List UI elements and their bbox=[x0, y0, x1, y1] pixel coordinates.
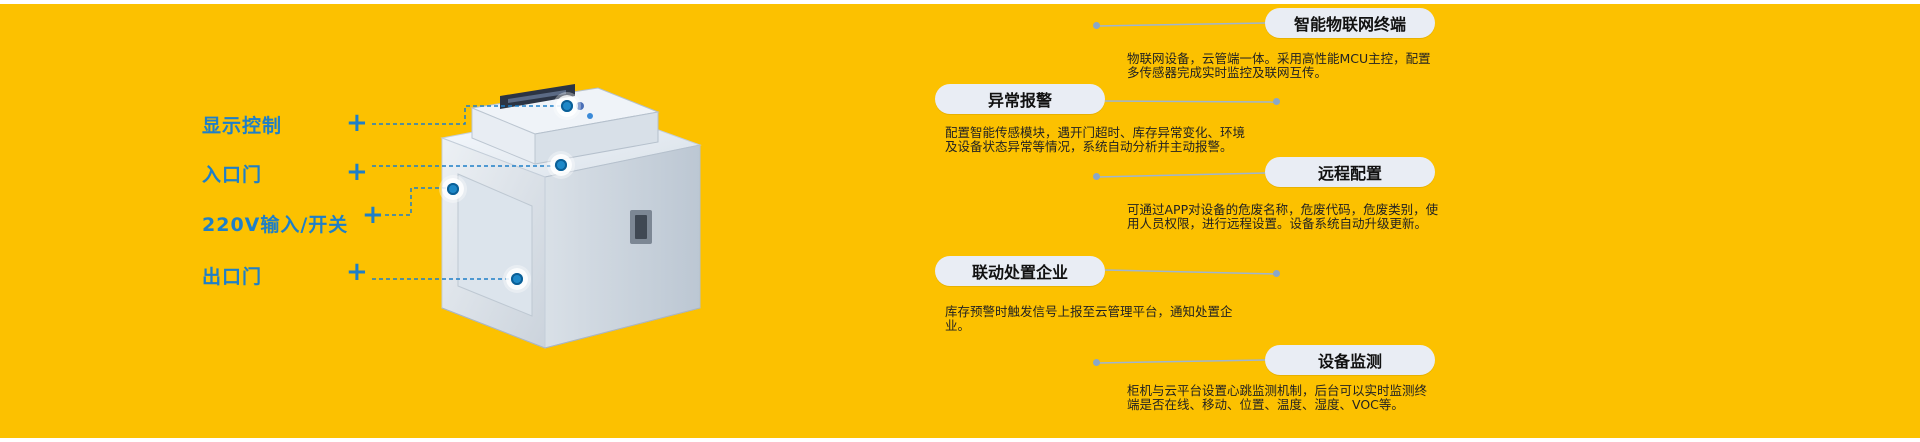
connector-dot bbox=[1093, 173, 1100, 180]
plus-icon: + bbox=[346, 108, 368, 138]
feature-description-alarm: 配置智能传感模块，遇开门超时、库存异常变化、环境及设备状态异常等情况，系统自动分… bbox=[945, 125, 1246, 154]
feature-title-monitoring: 设备监测 bbox=[1265, 345, 1435, 375]
plus-icon: + bbox=[346, 257, 368, 287]
display-control-marker bbox=[556, 95, 578, 117]
exit-door-marker bbox=[506, 268, 528, 290]
left-label-entry-door: 入口门 bbox=[202, 164, 263, 186]
feature-description-iot-terminal: 物联网设备，云管端一体。采用高性能MCU主控，配置多传感器完成实时监控及联网互传… bbox=[1127, 51, 1431, 80]
connector-dot bbox=[1093, 22, 1100, 29]
top-border bbox=[0, 0, 1920, 4]
plus-icon: + bbox=[362, 200, 384, 230]
feature-title-alarm: 异常报警 bbox=[935, 84, 1105, 114]
left-label-display-control: 显示控制 bbox=[202, 115, 283, 137]
plus-icon: + bbox=[346, 157, 368, 187]
left-label-power: 220V输入/开关 bbox=[202, 214, 349, 236]
power-switch-marker bbox=[442, 178, 464, 200]
feature-description-remote-config: 可通过APP对设备的危废名称，危废代码，危废类别，使用人员权限，进行远程设置。设… bbox=[1127, 202, 1439, 231]
feature-title-iot-terminal: 智能物联网终端 bbox=[1265, 8, 1435, 38]
connector-dot bbox=[1093, 359, 1100, 366]
bottom-border bbox=[0, 438, 1920, 442]
connector-dot bbox=[1273, 98, 1280, 105]
entry-door-marker bbox=[550, 154, 572, 176]
left-label-exit-door: 出口门 bbox=[202, 266, 263, 288]
feature-description-linkage: 库存预警时触发信号上报至云管理平台，通知处置企业。 bbox=[945, 304, 1233, 333]
feature-title-linkage: 联动处置企业 bbox=[935, 256, 1105, 286]
feature-description-monitoring: 柜机与云平台设置心跳监测机制，后台可以实时监测终端是否在线、移动、位置、温度、湿… bbox=[1127, 383, 1428, 412]
connector-dot bbox=[1273, 270, 1280, 277]
feature-title-remote-config: 远程配置 bbox=[1265, 157, 1435, 187]
